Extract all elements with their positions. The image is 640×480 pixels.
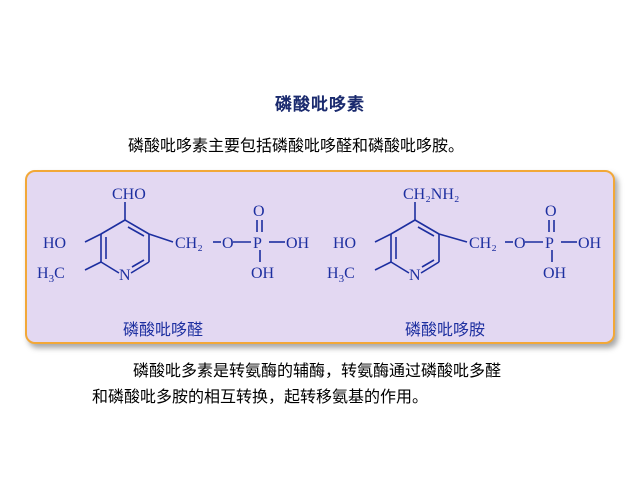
oh-bottom-label: OH	[251, 265, 275, 282]
intro-text: 磷酸吡哆素主要包括磷酸吡哆醛和磷酸吡哆胺。	[128, 136, 465, 155]
ch2-bond	[438, 233, 468, 243]
o-top-label: O	[545, 203, 557, 220]
ho-label: HO	[43, 235, 66, 252]
ring-double-bond	[421, 259, 435, 268]
pyridoxal-phosphate-name: 磷酸吡哆醛	[123, 320, 204, 339]
cho-label: CHO	[112, 186, 146, 203]
n-label: N	[409, 267, 421, 284]
structures-panel: CHO HO H3C N CH₂ O P OH O OH	[25, 170, 615, 344]
o-link-label: O	[514, 235, 526, 252]
paragraph-line-1: 磷酸吡多素是转氨酶的辅酶，转氨酶通过磷酸吡多醛	[133, 361, 502, 380]
p-label: P	[545, 235, 554, 252]
chemical-structures: CHO HO H3C N CH₂ O P OH O OH	[37, 186, 602, 285]
ring-bond	[390, 261, 410, 274]
ring-double-bond	[131, 259, 145, 268]
ring-bond	[100, 219, 126, 235]
o-top-label: O	[253, 203, 265, 220]
oh-right-label: OH	[286, 235, 310, 252]
o-link-label: O	[222, 235, 234, 252]
paragraph-line-2: 和磷酸吡多胺的相互转换，起转移氨基的作用。	[92, 387, 429, 406]
pyridoxamine-structure	[374, 202, 577, 274]
ring-double-bond	[417, 226, 435, 237]
ch2-bond	[148, 233, 174, 243]
ch3-bond	[84, 261, 102, 271]
ho-label: HO	[333, 235, 356, 252]
ring-bond	[414, 219, 440, 235]
ring-bond	[390, 219, 416, 235]
h3c-label: H3C	[327, 265, 355, 285]
ch2-label: CH₂	[469, 235, 497, 252]
ch3-bond	[374, 261, 392, 271]
h3c-label: H3C	[37, 265, 65, 285]
n-label: N	[119, 267, 131, 284]
pyridoxal-structure	[84, 202, 285, 274]
page-title: 磷酸吡哆素	[275, 95, 365, 115]
ring-double-bond	[127, 226, 145, 237]
pyridoxamine-phosphate-name: 磷酸吡哆胺	[405, 320, 486, 339]
ho-bond	[84, 233, 102, 243]
oh-bottom-label: OH	[543, 265, 567, 282]
p-label: P	[253, 235, 262, 252]
ring-bond	[100, 261, 120, 274]
ho-bond	[374, 233, 392, 243]
ring-bond	[124, 219, 150, 235]
ring-bond	[420, 261, 440, 274]
ch2nh2-label: CH₂NH₂	[403, 186, 460, 203]
ch2-label: CH₂	[175, 235, 203, 252]
ring-bond	[130, 261, 150, 274]
oh-right-label: OH	[578, 235, 602, 252]
